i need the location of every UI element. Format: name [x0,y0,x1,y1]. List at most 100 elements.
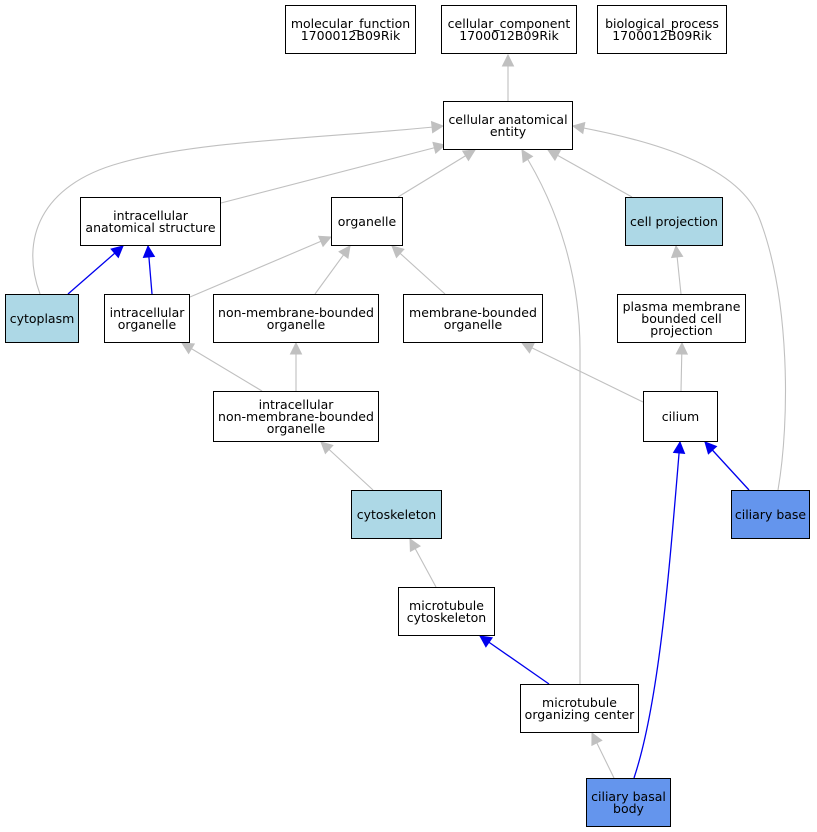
node-cytoplasm[interactable]: cytoplasm [5,294,79,343]
node-box [5,294,79,343]
edges-layer [32,53,787,779]
node-box [617,294,746,343]
node-label-line: biological_process [605,16,719,31]
edge-intracellular_organelle-to-intracellular_anatomical_structure [142,244,156,295]
node-label-line: organelle [267,317,326,332]
edge-intracellular_non_membrane_bounded_organelle-to-non_membrane_bounded_organelle [289,341,303,391]
arrowhead [317,235,333,248]
node-label-line: intracellular [113,208,189,223]
node-cilium[interactable]: cilium [643,391,718,442]
edge-non_membrane_bounded_organelle-to-organelle [314,245,351,295]
node-label-line: plasma membrane [623,299,741,314]
node-box [403,294,543,343]
node-label-line: microtubule [542,695,617,710]
edge-cellular_anatomical_entity-to-cellular_component [501,53,515,101]
arrowhead [430,120,445,134]
node-label-line: intracellular [110,305,186,320]
node-label-line: cytoskeleton [407,610,486,625]
node-label-line: ciliary basal [591,789,666,804]
node-label-line: 1700012B09Rik [612,28,712,43]
node-box [213,294,379,343]
node-box [597,5,727,54]
node-label-line: organizing center [525,707,635,722]
node-label-line: cell projection [630,214,718,229]
node-label-line: non-membrane-bounded [218,409,374,424]
node-label-line: membrane-bounded [409,305,537,320]
edge-microtubule_cytoskeleton-to-cytoskeleton [409,538,437,588]
node-label-line: cellular anatomical [448,112,567,127]
arrowhead [142,244,156,258]
node-box [213,391,379,442]
node-label-line: body [613,801,645,816]
edge-ciliary_base-to-cellular_anatomical_entity [571,121,787,491]
edge-intracellular_non_membrane_bounded_organelle-to-intracellular_organelle [181,342,263,392]
node-label-line: cellular_component [448,16,571,31]
node-cell-projection[interactable]: cell projection [625,197,723,246]
node-box [285,5,416,54]
edge-ciliary_basal_body-to-cilium [633,440,686,779]
node-organelle[interactable]: organelle [331,197,403,246]
node-box [625,197,723,246]
node-intracellular-non-membrane-bounded-organelle[interactable]: intracellularnon-membrane-boundedorganel… [213,391,379,442]
edge-cytoplasm-to-intracellular_anatomical_structure [67,245,124,295]
arrowhead [409,538,422,553]
edge-microtubule_organizing_center-to-cellular_anatomical_entity [521,149,581,684]
node-box [398,587,495,636]
node-label-line: microtubule [409,598,484,613]
edge-cell_projection-to-cellular_anatomical_entity [547,149,633,198]
node-box [80,197,221,246]
node-box [104,294,190,343]
edge-membrane_bounded_organelle-to-organelle [391,245,446,295]
node-box [643,391,718,442]
node-label-line: organelle [444,317,503,332]
arrowhead [479,635,494,648]
arrowhead [670,244,684,259]
arrowhead [391,245,405,259]
node-box [441,5,577,54]
edge-ciliary_base-to-cilium [704,441,750,491]
arrowhead [591,731,603,747]
node-label-line: organelle [267,421,326,436]
edge-microtubule_organizing_center-to-microtubule_cytoskeleton [479,635,550,685]
arrowhead [181,342,196,355]
node-label-line: cytoplasm [10,311,75,326]
node-box [351,490,442,539]
edge-ciliary_basal_body-to-microtubule_organizing_center [591,731,615,779]
node-box [586,778,671,827]
edge-intracellular_organelle-to-organelle [189,235,333,298]
edge-plasma_membrane_bounded_cell_projection-to-cell_projection [670,244,684,295]
node-label-line: bounded cell [641,311,721,326]
arrowhead [461,149,476,162]
node-label-line: 1700012B09Rik [459,28,559,43]
edge-cytoplasm-to-cellular_anatomical_entity [32,120,445,295]
edge-intracellular_anatomical_structure-to-cellular_anatomical_entity [220,141,447,204]
arrowhead [110,245,124,259]
edge-organelle-to-cellular_anatomical_entity [397,149,476,198]
node-cytoskeleton[interactable]: cytoskeleton [351,490,442,539]
arrowhead [547,149,562,162]
node-box [443,101,573,150]
edge-cilium-to-plasma_membrane_bounded_cell_projection [675,341,689,392]
node-label-line: non-membrane-bounded [218,305,374,320]
node-box [331,197,403,246]
node-ciliary-base[interactable]: ciliary base [731,490,810,539]
arrowhead [289,341,303,355]
arrowhead [320,441,334,455]
edge-cytoskeleton-to-intracellular_non_membrane_bounded_organelle [320,441,374,491]
node-label-line: intracellular [259,397,335,412]
arrowhead [704,441,718,455]
